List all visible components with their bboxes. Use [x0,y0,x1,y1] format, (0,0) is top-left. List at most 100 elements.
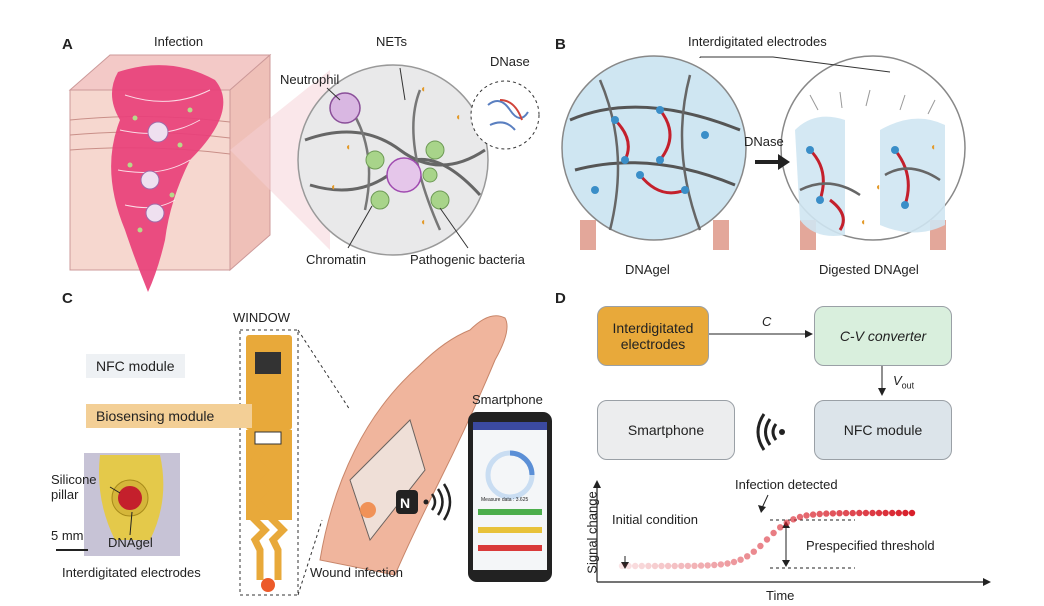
signal-point [717,561,725,568]
signal-point [625,562,632,570]
signal-point [763,536,771,543]
signal-point [783,519,790,526]
label-initial-condition: Initial condition [612,512,698,527]
label-neutrophil: Neutrophil [280,72,340,87]
signal-point [730,558,738,566]
label-chromatin: Chromatin [306,252,366,267]
signal-point [678,562,685,570]
signal-point [816,510,823,518]
label-window: WINDOW [233,310,291,325]
label-smartphone-c: Smartphone [472,392,543,407]
label-dnagel-c: DNAgel [108,535,153,550]
svg-text:◖: ◖ [930,142,936,153]
signal-point [664,562,672,570]
signal-point [790,516,797,523]
signal-point [704,562,711,569]
vout-main: V [893,373,902,388]
signal-point [711,561,718,569]
dnagel-circle [561,55,747,250]
signal-point [882,509,889,517]
panel-b-letter: B [555,36,566,53]
signal-point [889,509,896,517]
signal-point [724,560,731,567]
signal-point [836,510,843,517]
nfc-module-tag: NFC module [86,354,185,378]
signal-point [908,509,916,517]
label-interdigitated-electrodes-c: Interdigitated electrodes [62,565,201,580]
device-strip [239,329,299,596]
svg-text:◖: ◖ [345,142,351,153]
signal-point [691,562,698,569]
digested-dnagel-circle: ◖ ◖ ◖ [780,55,966,250]
signal-point [849,509,856,517]
panel-c-letter: C [62,290,73,307]
signal-point [902,509,909,517]
signal-points [618,509,916,570]
nfc-module-box: NFC module [814,400,952,460]
signal-point [856,509,863,517]
signal-point [869,509,876,517]
svg-text:◖: ◖ [330,182,336,193]
label-nets: NETs [376,34,408,49]
signal-point [842,509,850,517]
phone-measure-text: Measure data : 3.625 [481,497,529,503]
svg-text:N: N [400,495,410,511]
smartphone-box: Smartphone [597,400,735,460]
signal-point [737,556,744,563]
signal-point [645,562,652,570]
signal-point [829,510,837,517]
nets-zoom-circle: ◖ ◖ ◖ ◖ ◖ [297,64,489,256]
signal-point [618,562,626,570]
signal-point [744,553,751,560]
smartphone-device [468,412,552,582]
signal-point [684,562,692,570]
chart-xlabel: Time [766,588,795,603]
signal-point [796,513,804,521]
panel-a-letter: A [62,36,73,53]
label-infection: Infection [154,34,204,49]
cv-converter-box: C-V converter [814,306,952,366]
signal-point [777,524,784,531]
signal-point [651,562,659,570]
signal-point [671,562,678,570]
dnase-arrow [755,154,790,170]
signal-point [803,512,810,519]
label-dnagel-b: DNAgel [625,262,670,277]
panel-d-letter: D [555,290,566,307]
signal-point [862,509,870,517]
chart-ylabel: Signal change [584,491,600,574]
signal-point [697,562,705,569]
svg-text:◖: ◖ [860,217,866,228]
label-pathogenic-bacteria: Pathogenic bacteria [410,252,525,267]
label-wound-infection: Wound infection [310,565,403,580]
signal-chart-axes [593,480,991,586]
label-prespecified-threshold: Prespecified threshold [806,538,935,553]
vout-sub: out [901,380,915,391]
signal-point [895,509,902,517]
signal-point [809,511,817,518]
signal-point [823,510,830,517]
signal-point [638,562,645,570]
electrode-photo [84,453,180,556]
label-digested-dnagel: Digested DNAgel [819,262,919,277]
svg-text:◖: ◖ [420,217,426,228]
nfc-icon: N [396,483,452,521]
wound-region [111,65,224,292]
svg-text:◖: ◖ [875,182,881,193]
label-dnase-a: DNase [490,54,530,69]
biosensing-module-tag: Biosensing module [86,404,252,428]
signal-point [632,562,639,570]
svg-text:◖: ◖ [455,112,461,123]
cv-converter-label: C-V converter [839,328,927,344]
label-dnase-b: DNase [744,134,784,149]
dnase-zoom-circle [470,80,540,150]
label-c-signal: C [762,314,772,329]
label-infection-detected: Infection detected [735,477,838,492]
interdigitated-electrodes-box: Interdigitated electrodes [597,306,709,366]
signal-point [750,548,757,555]
signal-point [875,509,883,517]
signal-point [757,542,764,550]
signal-point [770,529,777,537]
signal-point [658,562,665,570]
